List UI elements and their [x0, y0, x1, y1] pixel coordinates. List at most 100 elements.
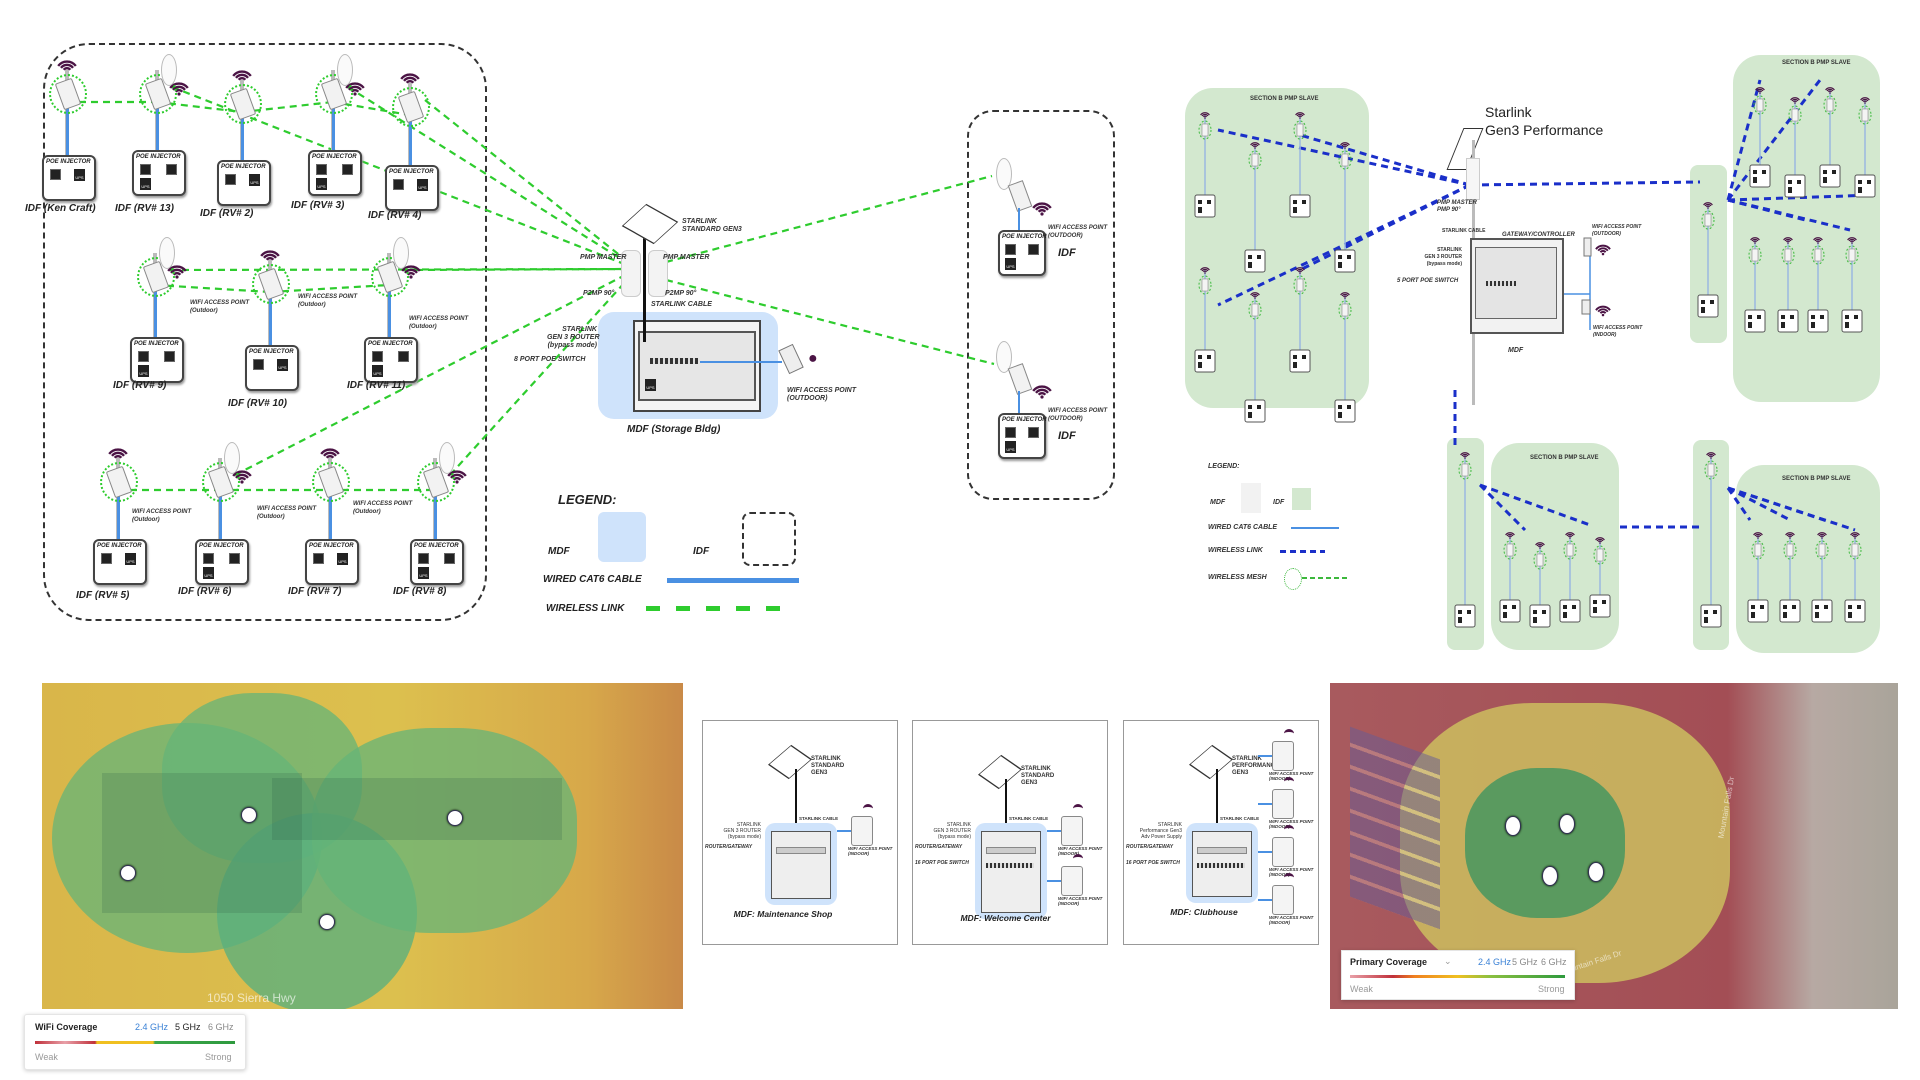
legend-mdf-label: MDF [548, 546, 570, 557]
tennis-courts [1350, 726, 1440, 930]
wifi-icon [1704, 203, 1712, 207]
mesh-range-circle [1753, 95, 1767, 115]
access-point-marker[interactable] [447, 810, 463, 826]
starlink-dish-icon [1188, 744, 1234, 780]
wifi-icon [1789, 537, 1791, 539]
mesh-range-circle [252, 264, 290, 304]
wifi-icon [403, 76, 417, 82]
ap-outdoor-label: WIFI ACCESS POINT(Outdoor) [132, 508, 191, 524]
starlink-label-line: GEN3 [1232, 770, 1249, 776]
poe-injector-box [1819, 164, 1841, 188]
wifi-icon [1539, 547, 1541, 549]
power-port-icon [1293, 355, 1297, 359]
wifi-icon [1597, 247, 1609, 252]
power-port-icon [1293, 200, 1297, 204]
wifi-icon [232, 70, 252, 77]
ap-indoor-label: WIFI ACCESS POINT(INDOOR) [1269, 771, 1313, 781]
ups-icon [1781, 322, 1785, 328]
access-point-marker[interactable] [120, 865, 136, 881]
starlink-cable-label: STARLINK CABLE [1009, 816, 1049, 821]
coverage-dropdown-chevron-icon[interactable]: ⌄ [1444, 956, 1452, 966]
wifi-icon [1251, 293, 1259, 297]
mesh-range-circle [1815, 540, 1829, 560]
ap-outdoor-label: WIFI ACCESS POINT(Outdoor) [257, 505, 316, 521]
wifi-icon [1706, 452, 1716, 456]
ap-label-line: (Outdoor) [132, 517, 160, 523]
access-point-marker[interactable] [319, 914, 335, 930]
poe-injector-box [1747, 599, 1769, 623]
starlink-label-line: GEN3 [811, 770, 828, 776]
mesh-range-circle [417, 462, 455, 502]
legend-idf-label: IDF [693, 546, 710, 557]
ap-label-line: (INDOOR) [1058, 901, 1079, 906]
coverage-weak-label: Weak [1350, 984, 1373, 994]
band-tab-2-4ghz[interactable]: 2.4 GHz [135, 1022, 169, 1032]
outdoor-ap-device [1566, 543, 1574, 557]
remote-idf-label: IDF [1058, 430, 1076, 442]
indoor-ap-device [1272, 837, 1294, 867]
power-port-icon [138, 351, 149, 362]
ap-label-line: WIFI ACCESS POINT [353, 501, 413, 507]
poe-injector-label: POE INJECTOR [249, 349, 294, 355]
power-port-icon [1257, 255, 1261, 259]
access-point-marker[interactable] [1505, 816, 1521, 836]
poe-injector-box [1244, 249, 1266, 273]
legend-wired-line [1291, 527, 1339, 529]
wireless-link-to-mdf [403, 267, 638, 272]
band-tab-6ghz[interactable]: 6 GHz [1541, 957, 1567, 967]
poe-injector-box [1194, 194, 1216, 218]
wifi-icon [1200, 267, 1210, 271]
wireless-link [1217, 128, 1471, 187]
wifi-icon [1784, 238, 1792, 242]
access-point-marker[interactable] [241, 807, 257, 823]
wifi-icon [1464, 457, 1466, 459]
wifi-icon [1787, 535, 1793, 538]
mesh-range-circle [1293, 120, 1307, 140]
wifi-icon [1040, 395, 1044, 399]
power-port-icon [50, 169, 61, 180]
outdoor-ap-device [1296, 123, 1304, 137]
band-tab-5ghz[interactable]: 5 GHz [175, 1022, 201, 1032]
wifi-icon [1202, 270, 1208, 273]
power-port-icon [1512, 605, 1516, 609]
wifi-icon [1284, 825, 1294, 834]
wifi-icon [1792, 100, 1798, 103]
access-point-marker[interactable] [1588, 862, 1604, 882]
band-tab-2-4ghz[interactable]: 2.4 GHz [1478, 957, 1512, 967]
ap-label-line: (Outdoor) [353, 509, 381, 515]
wifi-icon [1073, 804, 1083, 813]
wifi-icon [1821, 537, 1823, 539]
cat6-cable [329, 495, 332, 539]
ups-icon: UPS [277, 359, 288, 371]
poe-injector-box [1777, 309, 1799, 333]
power-port-icon [1302, 355, 1306, 359]
poe-injector-label: POE INJECTOR [389, 169, 434, 175]
wifi-icon [1814, 238, 1822, 242]
band-tab-6ghz[interactable]: 6 GHz [208, 1022, 234, 1032]
poe-injector-label: POE INJECTOR [221, 164, 266, 170]
ups-icon: UPS [316, 178, 327, 190]
legend-idf-swatch [1292, 488, 1311, 510]
ups-icon [1293, 362, 1297, 368]
wifi-icon [1201, 268, 1209, 272]
wifi-icon [1785, 532, 1795, 536]
power-port-icon [1857, 605, 1861, 609]
cat6-cable [241, 117, 244, 160]
ap-label-line: WIFI ACCESS POINT [1269, 867, 1314, 872]
ups-icon [1823, 177, 1827, 183]
access-point-marker[interactable] [1559, 814, 1575, 834]
access-point-marker[interactable] [1542, 866, 1558, 886]
band-tab-5ghz[interactable]: 5 GHz [1512, 957, 1538, 967]
wifi-icon [62, 67, 72, 71]
router-gateway-device [986, 847, 1036, 854]
wifi-icon [1710, 457, 1712, 459]
wifi-icon [1851, 242, 1853, 244]
wifi-icon [1460, 452, 1470, 456]
outdoor-ap-device [1786, 543, 1794, 557]
wifi-icon [863, 804, 873, 813]
